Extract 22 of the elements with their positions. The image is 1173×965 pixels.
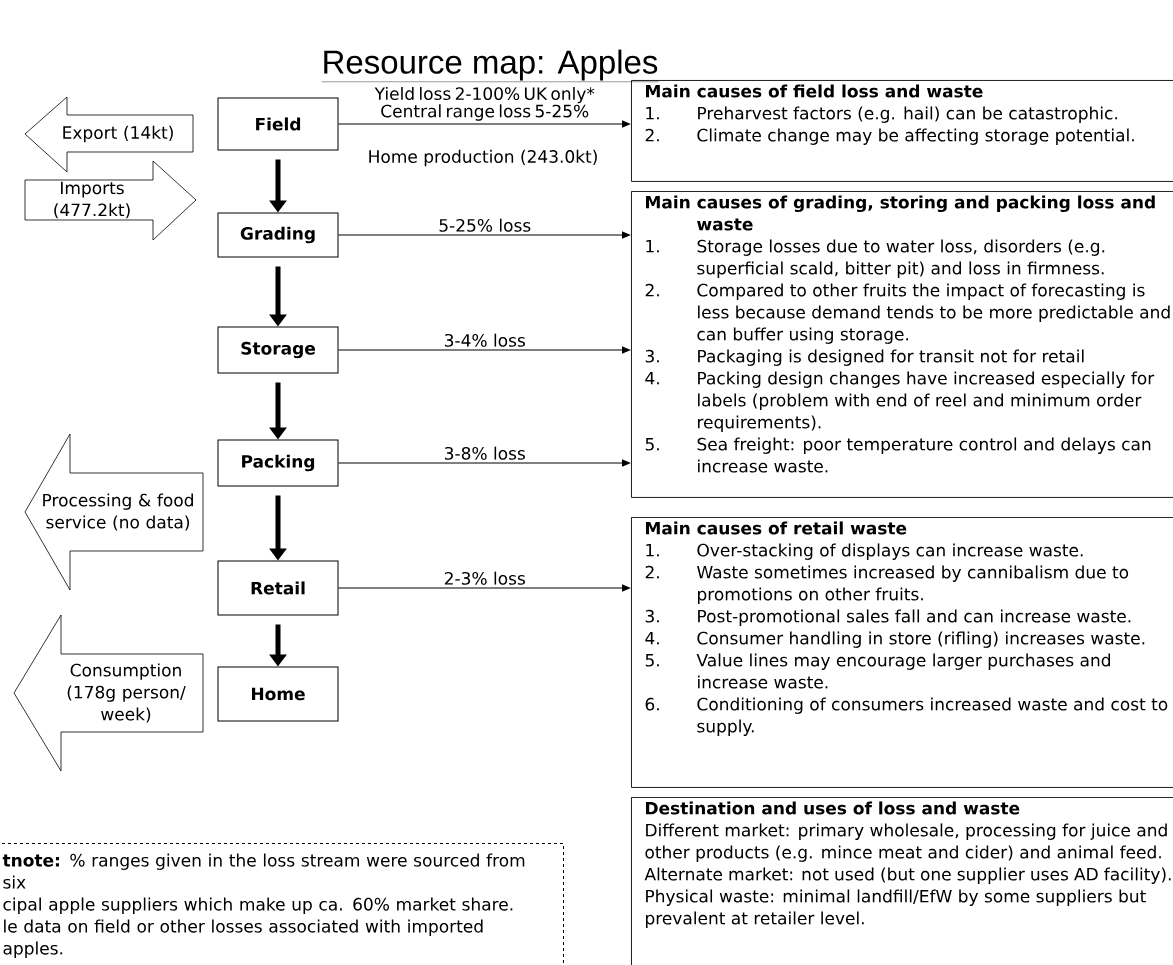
stage-box: Retail: [217, 560, 339, 616]
outflow-banner: Processing & food service (no data): [24, 433, 204, 591]
text-box: Destination and uses of loss and waste Different market: primary wholesale, processing for juice and other products (e.g. mince meat and cider) and animal feed. Alternate market: not used (but one supplier uses AD facility). Physical waste: minimal landfill/EfW by some suppliers but prevalent at retailer level.: [631, 797, 1173, 965]
stage-box: Packing: [217, 439, 339, 487]
stage-box: Grading: [217, 212, 339, 258]
edge-label: 3-4% loss: [445, 333, 525, 347]
title: Resource map: Apples: [321, 49, 659, 82]
edge-label: 2-3% loss: [444, 571, 525, 585]
footnote-box: tnote: % ranges given in the loss stream were sourced from six cipal apple suppliers which make up ca. 60% market share. le data on field or other losses associated with imported apples.: [0, 843, 564, 965]
text-box: Main causes of retail waste 1. Over-stacking of displays can increase waste. 2. Waste sometimes increased by cannibalism due to promotions on other fruits. 3. Post-promotional sales fall and can increase waste. 4. Consumer handling in store (rifling) increases waste. 5. Value lines may encourage larger purchases and increase waste. 6. Conditioning of consumers increased waste and cost to supply.: [631, 517, 1173, 788]
edge-label: Yield loss 2-100% UK only* Central range loss 5-25%: [374, 86, 595, 121]
text-box: Main causes of grading, storing and packing loss and waste 1. Storage losses due to water loss, disorders (e.g. superficial scald, bitter pit) and loss in firmness. 2. Compared to other fruits the impact of forecasting is less because demand tends to be more predictable and can buffer using storage. 3. Packaging is designed for transit not for retail 4. Packing design changes have increased especially for labels (problem with end of reel and minimum order requirements). 5. Sea freight: poor temperature control and delays can increase waste.: [631, 191, 1173, 498]
edge-label: 3-8% loss: [445, 446, 525, 460]
outflow-banner: Consumption (178g person/ week): [13, 614, 204, 772]
flow-label: Home production (243.0kt): [369, 149, 597, 167]
import-banner: Imports (477.2kt): [24, 160, 197, 241]
stage-box: Field: [217, 97, 339, 151]
stage-box: Storage: [217, 326, 339, 374]
stage-box: Home: [217, 666, 339, 722]
edge-label: 5-25% loss: [439, 218, 531, 232]
text-box: Main causes of field loss and waste 1. Preharvest factors (e.g. hail) can be catastrophic. 2. Climate change may be affecting storage potential.: [631, 80, 1173, 182]
export-banner: Export (14kt): [24, 96, 194, 173]
